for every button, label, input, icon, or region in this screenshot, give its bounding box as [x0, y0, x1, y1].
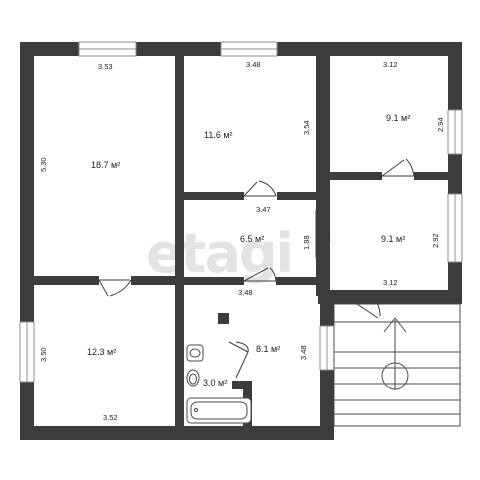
room-dimension: 3.12	[383, 60, 398, 69]
bathroom-fixtures	[186, 344, 252, 424]
porch-stairs	[333, 303, 461, 427]
room-area: 3.0 м²	[203, 378, 227, 388]
room-dimension: 3.50	[39, 347, 48, 362]
room-area: 18.7 м²	[91, 160, 120, 170]
room-area: 12.3 м²	[87, 347, 116, 357]
room-area: 11.6 м²	[204, 130, 233, 140]
room-dimension: 5.30	[39, 157, 48, 172]
room-dimension: 3.48	[246, 60, 261, 69]
room-dimension: 3.54	[302, 120, 311, 135]
room-dimension: 3.53	[98, 62, 113, 71]
room-dimension: 1.88	[302, 235, 311, 250]
brand-name: ДомКлик	[41, 447, 105, 461]
brand-logo: ДомКлик	[24, 446, 105, 461]
room-area: 9.1 м²	[381, 234, 405, 244]
room-dimension: 3.12	[383, 278, 398, 287]
room-area: 8.1 м²	[256, 344, 280, 354]
room-dimension: 3.52	[103, 413, 118, 422]
room-dimension: 2.92	[431, 233, 440, 248]
room-area: 9.1 м²	[386, 113, 410, 123]
room-dimension: 3.48	[238, 288, 253, 297]
doors	[98, 158, 415, 379]
room-dimension: 2.94	[436, 117, 445, 132]
windows	[19, 41, 463, 383]
room-area: 6.5 м²	[240, 234, 264, 244]
room-dimension: 3.47	[256, 205, 271, 214]
walls	[20, 42, 462, 440]
room-dimension: 3.48	[299, 345, 308, 360]
watermark: etagi	[146, 222, 292, 285]
